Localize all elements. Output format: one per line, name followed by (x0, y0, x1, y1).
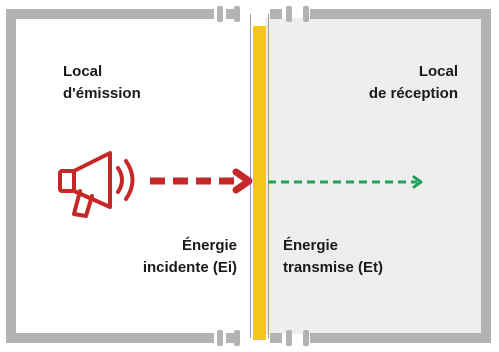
room-walls (6, 9, 491, 343)
reception-room-area (265, 18, 489, 334)
partition-wall (253, 26, 266, 340)
emission-room-label-line2: d'émission (63, 85, 141, 102)
megaphone-icon (58, 151, 135, 218)
wall-joints (217, 6, 309, 346)
reception-room-label-line1: Local (418, 63, 458, 80)
transmitted-energy-label-line1: Énergie (283, 237, 339, 254)
transmitted-energy-label: Énergie transmise (Et) (283, 235, 383, 279)
emission-room-label: Local d'émission (63, 61, 141, 105)
incident-energy-label-line1: Énergie (181, 237, 237, 254)
incident-energy-label: Énergie incidente (Ei) (143, 235, 237, 279)
incident-energy-arrow (150, 168, 253, 194)
incident-energy-label-line2: incidente (Ei) (142, 259, 237, 276)
reception-room-label-line2: de réception (368, 85, 458, 102)
reception-room-label: Local de réception (369, 61, 458, 105)
emission-room-label-line1: Local (63, 63, 103, 80)
transmitted-energy-label-line2: transmise (Et) (283, 259, 384, 276)
transmitted-energy-arrow (268, 175, 423, 189)
